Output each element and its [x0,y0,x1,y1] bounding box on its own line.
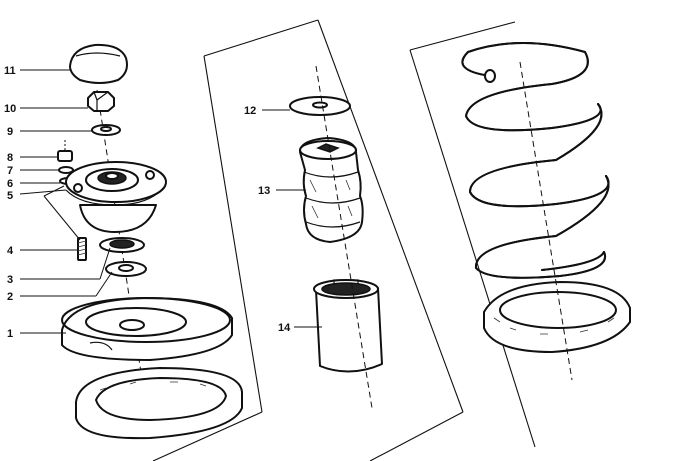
label-part-3: 3 [7,274,13,286]
label-part-2: 2 [7,291,13,303]
left-axis-line [96,89,151,431]
coil-spring [461,42,610,279]
right-axis-line [519,61,573,381]
label-part-1: 1 [7,328,13,340]
hex-nut [87,91,115,112]
leader-lines [19,69,322,334]
dust-tube [313,279,383,373]
callout-labels: 11 10 9 8 7 6 5 4 3 2 1 12 13 14 [4,65,291,340]
bump-stop-washer [289,96,351,116]
label-part-10: 10 [4,103,16,115]
label-part-11: 11 [4,65,16,77]
strut-top-mount [65,161,167,233]
center-frame [152,19,464,461]
plate-washer [105,261,147,277]
thrust-washer [99,237,145,253]
label-part-14: 14 [278,322,291,334]
spring-seat-upper [61,297,233,361]
washer-small [91,124,121,136]
label-part-12: 12 [244,105,256,117]
right-frame [409,21,536,448]
bump-stop [299,137,364,243]
label-part-8: 8 [7,152,13,164]
rubber-cap [69,43,128,84]
spring-lower-pad [483,281,631,353]
lower-rubber-ring [75,367,243,440]
label-part-6: 6 [7,178,13,190]
label-part-5: 5 [7,190,13,202]
stud-bolt [77,237,87,261]
label-part-13: 13 [258,185,270,197]
label-part-9: 9 [7,126,13,138]
label-part-7: 7 [7,165,13,177]
center-axis-line [315,65,373,409]
label-part-4: 4 [7,245,14,257]
